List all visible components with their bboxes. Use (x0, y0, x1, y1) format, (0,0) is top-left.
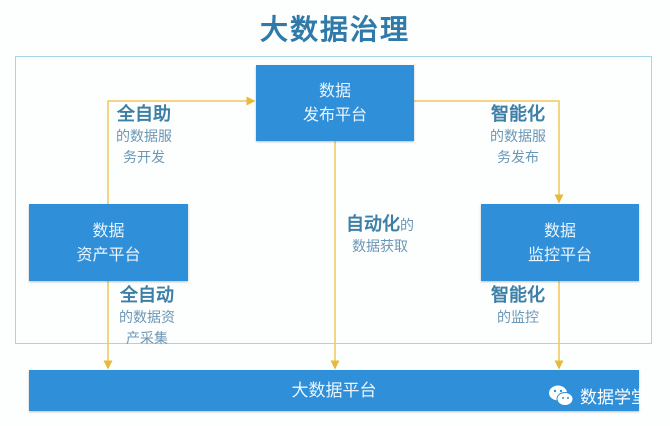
label-bold: 全自助 (117, 104, 171, 125)
label-line: 数据获取 (352, 239, 408, 255)
data-publish-platform-box: 数据 发布平台 (256, 65, 414, 141)
watermark-text: 数据学堂 (580, 388, 648, 408)
box-line: 数据 (318, 81, 351, 100)
arrow-asset-to-publish (107, 96, 256, 204)
box-line: 监控平台 (527, 244, 592, 264)
label-smart-publish: 智能化 的数据服 务发布 (486, 103, 550, 169)
wechat-icon (549, 385, 574, 406)
box-line: 资产平台 (76, 244, 141, 264)
label-bold: 智能化 (491, 104, 545, 125)
diagram-title: 大数据治理 (259, 13, 410, 46)
label-auto-collect: 全自动 的数据资 产采集 (115, 284, 179, 350)
label-line: 的数据服 (490, 129, 546, 145)
box-line: 发布平台 (302, 105, 367, 124)
label-line: 的监控 (497, 310, 539, 326)
box-label: 大数据平台 (291, 380, 377, 401)
data-asset-platform-box: 数据 资产平台 (29, 204, 188, 281)
label-smart-monitor: 智能化 的监控 (486, 284, 550, 329)
label-line: 的数据资 (119, 310, 175, 326)
arrow-publish-to-monitor (414, 100, 564, 204)
data-monitor-platform-box: 数据 监控平台 (481, 204, 639, 281)
label-line: 的数据服 (116, 129, 172, 145)
label-auto-fetch: 自动化的 数据获取 (340, 213, 420, 258)
watermark: 数据学堂 (548, 383, 648, 408)
label-bold: 智能化 (491, 285, 545, 306)
label-suffix: 的 (400, 218, 414, 234)
box-line: 数据 (543, 220, 576, 240)
box-line: 数据 (92, 220, 125, 240)
big-data-platform-bar: 大数据平台 (29, 370, 639, 411)
governance-frame (15, 56, 652, 344)
label-bold: 全自动 (120, 285, 174, 306)
label-self-service: 全自助 的数据服 务开发 (112, 103, 176, 169)
label-line: 产采集 (126, 331, 168, 347)
label-line: 务发布 (497, 150, 539, 166)
label-line: 务开发 (123, 150, 165, 166)
label-bold: 自动化 (346, 214, 400, 235)
